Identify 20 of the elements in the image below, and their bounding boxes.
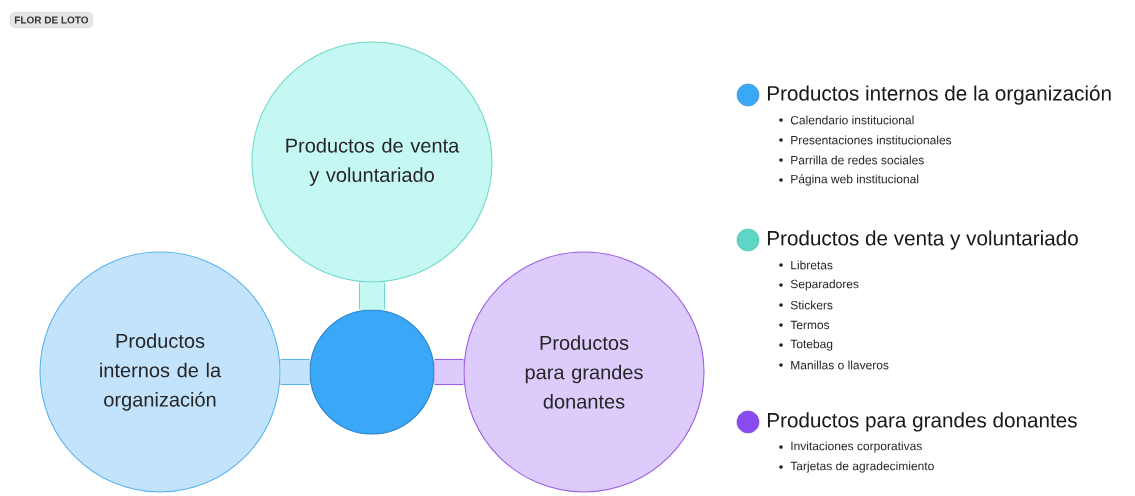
neck-connector: [280, 358, 310, 386]
list-item: Tarjetas de agradecimiento: [779, 461, 934, 473]
list-item: Libretas: [779, 260, 833, 270]
list-item: Manillas o llaveros: [779, 360, 889, 370]
list-item: Presentaciones institucionales: [779, 135, 952, 145]
legend-heading: Productos de venta y voluntariado: [767, 230, 1078, 250]
list-item: Parrilla de redes sociales: [779, 155, 924, 165]
list-item: Calendario institucional: [779, 115, 914, 125]
neck-connector: [358, 282, 386, 310]
neck-connector: [434, 358, 464, 386]
list-item: Página web institucional: [779, 174, 919, 186]
list-item: Stickers: [779, 300, 833, 310]
center-circle: [309, 309, 435, 435]
legend-heading: Productos para grandes donantes: [767, 412, 1077, 432]
list-item: Invitaciones corporativas: [779, 441, 922, 453]
list-item: Termos: [779, 320, 830, 330]
legend-heading: Productos internos de la organización: [767, 85, 1111, 105]
title-badge: FLOR DE LOTO: [10, 12, 93, 28]
list-item: Totebag: [779, 339, 833, 351]
list-item: Separadores: [779, 279, 859, 291]
